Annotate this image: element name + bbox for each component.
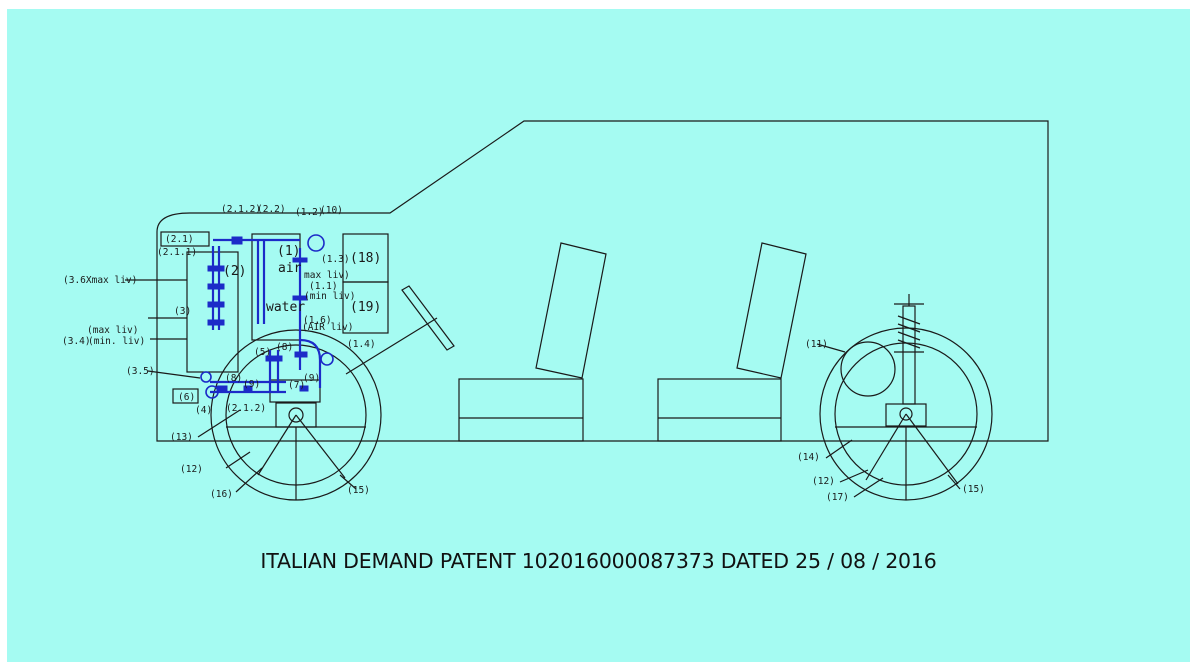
label-12-front: (12) — [180, 464, 203, 475]
label-15-front: (15) — [347, 485, 370, 496]
label-3-4: (3.4) — [62, 336, 91, 347]
label-9-right: (9) — [303, 373, 320, 384]
label-max-liv-1: max liv) — [304, 270, 350, 281]
vehicle-body-outline — [156, 120, 1049, 442]
label-2-1: (2.1) — [165, 234, 194, 245]
label-3: (3) — [174, 306, 191, 317]
vehicle-schematic: (2.1.2) (2.2) (1.2) (10) (2.1) (2.1.1) (… — [62, 120, 1049, 503]
label-4: (4) — [195, 405, 212, 416]
label-14: (14) — [797, 452, 820, 463]
component-2-1 — [160, 231, 210, 247]
box-19 — [342, 281, 389, 334]
label-min-liv-3: (min. liv) — [88, 336, 145, 347]
label-16: (16) — [210, 489, 233, 500]
label-air-liv: (AIR liv) — [302, 322, 353, 333]
drawing-panel: (2.1.2) (2.2) (1.2) (10) (2.1) (2.1.1) (… — [7, 9, 1190, 662]
seat-front — [458, 242, 607, 442]
steering — [345, 285, 455, 375]
label-2-2: (2.2) — [257, 204, 286, 215]
label-air: air — [278, 261, 302, 276]
label-8: (8) — [225, 373, 242, 384]
label-13: (13) — [170, 432, 193, 443]
label-11: (11) — [805, 339, 828, 350]
label-15-rear: (15) — [962, 484, 985, 495]
plumbing-fittings — [207, 236, 309, 392]
label-3-5: (3.5) — [126, 366, 155, 377]
label-1: (1) — [277, 244, 300, 259]
label-1-6: (1.6) — [303, 315, 332, 326]
label-5: (5) — [254, 347, 271, 358]
rear-suspension — [894, 294, 924, 405]
label-2-1-2-bottom: (2.1.2) — [226, 403, 266, 414]
label-1-1: (1.1) — [309, 281, 338, 292]
gauge-3-5 — [200, 371, 212, 383]
patent-caption: ITALIAN DEMAND PATENT 102016000087373 DA… — [260, 549, 937, 573]
label-10: (10) — [320, 205, 343, 216]
label-max-liv-3: (max liv) — [87, 325, 138, 336]
valve-4 — [205, 385, 219, 399]
label-water: water — [266, 300, 305, 315]
label-1-2: (1.2) — [295, 207, 324, 218]
front-wheel — [210, 329, 382, 501]
label-19: (19) — [350, 300, 381, 315]
label-2: (2) — [223, 264, 246, 279]
label-1-4: (1.4) — [347, 339, 376, 350]
label-9-left: (9) — [243, 379, 260, 390]
label-7: (7) — [288, 380, 305, 391]
seat-rear — [657, 242, 807, 442]
label-18: (18) — [350, 251, 381, 266]
tank-11 — [840, 341, 896, 397]
plumbing — [210, 238, 322, 394]
pump-10 — [307, 234, 325, 252]
valve-1-4 — [320, 352, 334, 366]
label-2-1-1: (2.1.1) — [157, 247, 197, 258]
label-8-top: (8) — [276, 342, 293, 353]
label-min-liv-1: (min liv) — [304, 291, 355, 302]
label-12-rear: (12) — [812, 476, 835, 487]
label-3-6: (3.6Xmax liv) — [63, 275, 137, 286]
label-2-1-2-top: (2.1.2) — [221, 204, 261, 215]
label-6: (6) — [178, 392, 195, 403]
label-1-3: (1.3) — [321, 254, 350, 265]
label-17: (17) — [826, 492, 849, 503]
motor-6 — [172, 388, 199, 404]
